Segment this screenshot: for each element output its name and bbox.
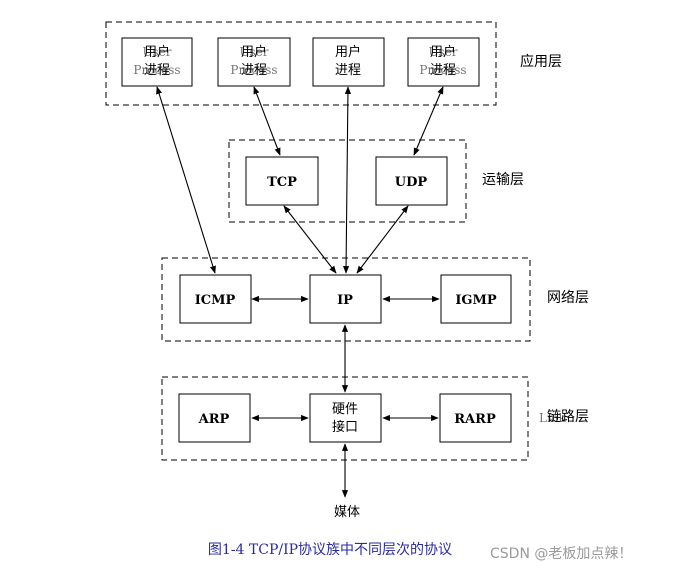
edge-tcp-ip bbox=[283, 205, 337, 274]
link-layer-ghost-label: Link bbox=[539, 411, 567, 425]
igmp-label: IGMP bbox=[455, 293, 497, 308]
transport-layer-label: 运输层 bbox=[482, 172, 524, 188]
application-layer-box bbox=[105, 21, 497, 106]
edge-udp-ip bbox=[356, 205, 409, 274]
user-process-2: User Process 用户 进程 bbox=[217, 37, 291, 87]
user-process-2-ghost-2: Process bbox=[230, 63, 277, 77]
figure-caption: 图1-4 TCP/IP协议族中不同层次的协议 bbox=[208, 542, 452, 558]
user-process-2-line-2: 进程 bbox=[241, 63, 267, 78]
user-process-4-ghost-2: Process bbox=[419, 63, 466, 77]
csdn-watermark: CSDN @老板加点辣！ bbox=[490, 546, 632, 562]
ip-label: IP bbox=[337, 293, 353, 308]
rarp-label: RARP bbox=[454, 412, 496, 427]
rarp-node: RARP bbox=[439, 393, 512, 443]
user-process-3-line-1: 用户 bbox=[335, 44, 361, 60]
user-process-1-ghost-2: Process bbox=[133, 63, 180, 77]
udp-label: UDP bbox=[395, 175, 428, 190]
ip-node: IP bbox=[309, 274, 382, 324]
arp-node: ARP bbox=[178, 393, 251, 443]
edge-process4-udp bbox=[413, 86, 444, 156]
tcp-node: TCP bbox=[245, 156, 319, 206]
user-process-3: 用户 进程 bbox=[312, 37, 385, 87]
user-process-4-line-2: 进程 bbox=[430, 63, 456, 78]
udp-node: UDP bbox=[375, 156, 448, 206]
user-process-1-line-1: 用户 bbox=[144, 44, 170, 60]
user-process-1-line-2: 进程 bbox=[144, 63, 170, 78]
user-process-4-line-1: 用户 bbox=[430, 44, 456, 60]
user-process-4: User Process 用户 进程 bbox=[407, 37, 480, 87]
tcp-label: TCP bbox=[267, 175, 297, 190]
edge-process3-ip bbox=[342, 86, 352, 274]
hardware-interface-node: 硬件 接口 bbox=[309, 393, 382, 443]
edge-process2-tcp bbox=[253, 86, 281, 156]
user-process-1: User Process 用户 进程 bbox=[121, 37, 193, 87]
user-process-4-ghost-1: User bbox=[428, 45, 457, 59]
user-process-2-ghost-1: User bbox=[239, 45, 268, 59]
arp-label: ARP bbox=[198, 412, 230, 427]
application-layer-label: 应用层 bbox=[520, 53, 562, 70]
icmp-node: ICMP bbox=[179, 274, 252, 324]
user-process-3-line-2: 进程 bbox=[335, 63, 361, 78]
icmp-label: ICMP bbox=[195, 293, 236, 308]
user-process-1-ghost-1: User bbox=[142, 45, 171, 59]
edge-process1-icmp bbox=[156, 86, 216, 274]
network-layer-label: 网络层 bbox=[547, 290, 589, 306]
medium-label: 媒体 bbox=[334, 505, 360, 520]
hardware-interface-line-2: 接口 bbox=[332, 419, 358, 435]
hardware-interface-line-1: 硬件 bbox=[332, 402, 358, 417]
igmp-node: IGMP bbox=[440, 274, 512, 324]
user-process-2-line-1: 用户 bbox=[241, 44, 267, 60]
link-layer-label: 链路层 bbox=[547, 409, 589, 425]
